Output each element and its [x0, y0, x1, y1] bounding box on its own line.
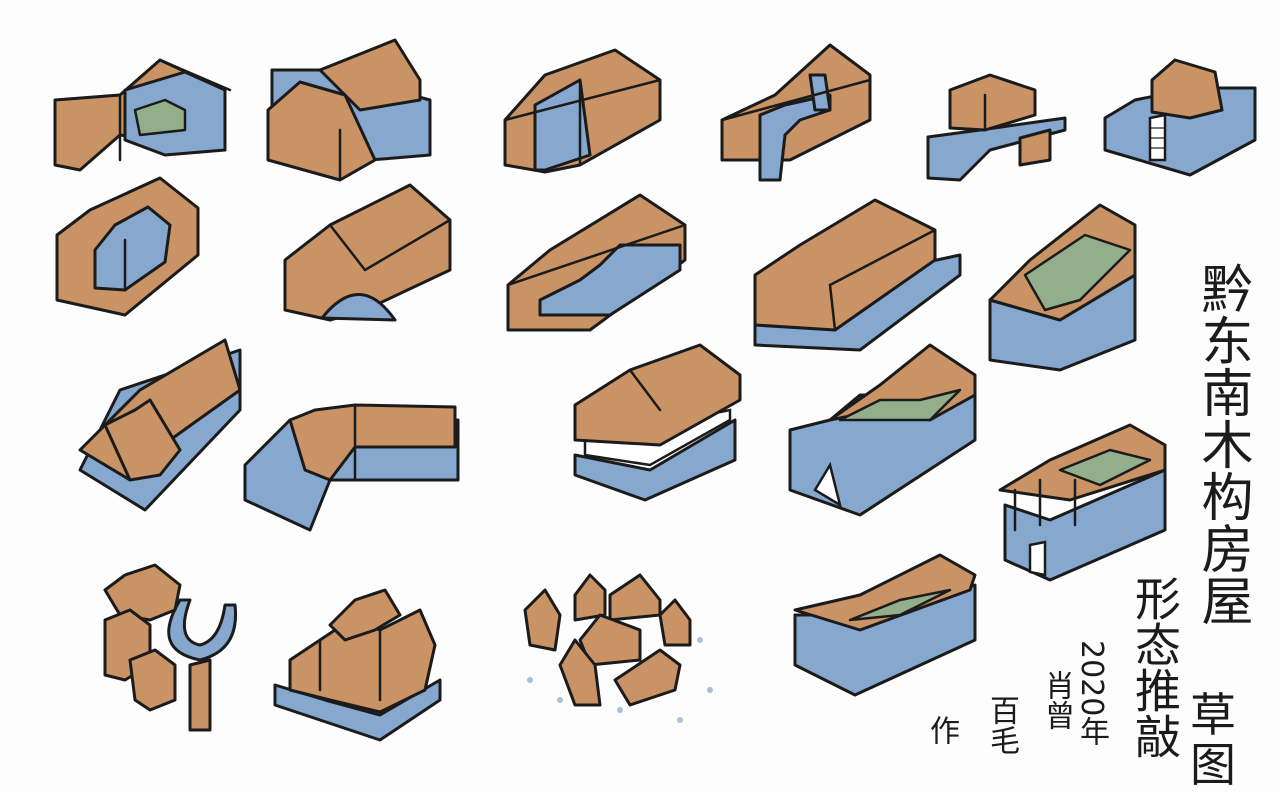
sketch-13: [243, 403, 460, 532]
sketch-16: [998, 423, 1167, 582]
sketch-20: [793, 553, 977, 697]
sketch-7: [55, 176, 200, 317]
sheet-subtitle-line2: 草图: [1190, 688, 1236, 792]
sketch-18: [273, 588, 442, 742]
signature-year: 2020年: [1074, 640, 1109, 747]
sketch-17: [103, 563, 238, 732]
signature-name-col2: 百毛: [984, 695, 1019, 755]
sketch-14: [573, 343, 742, 502]
sketch-19: [523, 573, 713, 723]
sketch-12: [78, 338, 242, 512]
sketch-3: [503, 48, 662, 174]
sketch-2: [266, 38, 432, 182]
sketch-15: [788, 343, 977, 517]
sketch-4: [720, 43, 872, 182]
sketch-8: [283, 183, 452, 322]
sketch-10: [753, 198, 962, 352]
sketch-6: [1103, 58, 1257, 177]
sheet-subtitle-line1: 形态推敲: [1128, 575, 1182, 759]
sketch-1: [53, 58, 232, 172]
sketch-9: [506, 193, 687, 332]
sheet-title: 黔东南木构房屋: [1192, 262, 1252, 626]
signature-name-col1: 肖曾: [1039, 670, 1074, 730]
sketch-11: [988, 203, 1137, 372]
sketch-5: [926, 73, 1067, 182]
signature-name-col3: 作: [924, 715, 959, 745]
